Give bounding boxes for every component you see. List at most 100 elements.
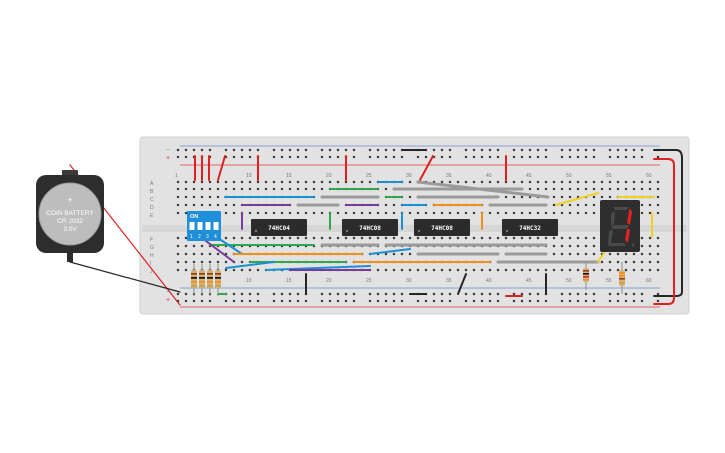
breadboard-hole[interactable] bbox=[528, 187, 532, 191]
breadboard-hole[interactable] bbox=[432, 155, 436, 159]
breadboard-hole[interactable] bbox=[224, 155, 228, 159]
breadboard-hole[interactable] bbox=[528, 211, 532, 215]
breadboard-hole[interactable] bbox=[368, 180, 372, 184]
breadboard-hole[interactable] bbox=[600, 187, 604, 191]
breadboard-hole[interactable] bbox=[608, 252, 612, 256]
breadboard-hole[interactable] bbox=[624, 252, 628, 256]
breadboard-hole[interactable] bbox=[432, 299, 436, 303]
breadboard-hole[interactable] bbox=[208, 180, 212, 184]
breadboard-hole[interactable] bbox=[624, 260, 628, 264]
breadboard-hole[interactable] bbox=[320, 155, 324, 159]
breadboard-hole[interactable] bbox=[176, 236, 180, 240]
breadboard-hole[interactable] bbox=[400, 268, 404, 272]
breadboard-hole[interactable] bbox=[264, 187, 268, 191]
dip-toggle[interactable] bbox=[205, 222, 211, 230]
breadboard-hole[interactable] bbox=[176, 260, 180, 264]
breadboard-hole[interactable] bbox=[632, 252, 636, 256]
breadboard-hole[interactable] bbox=[608, 292, 612, 296]
breadboard-hole[interactable] bbox=[584, 155, 588, 159]
breadboard-hole[interactable] bbox=[464, 268, 468, 272]
breadboard-hole[interactable] bbox=[184, 180, 188, 184]
breadboard-hole[interactable] bbox=[656, 236, 660, 240]
breadboard-hole[interactable] bbox=[608, 268, 612, 272]
breadboard-hole[interactable] bbox=[280, 148, 284, 152]
breadboard-hole[interactable] bbox=[480, 236, 484, 240]
breadboard-hole[interactable] bbox=[176, 299, 180, 303]
breadboard-hole[interactable] bbox=[368, 236, 372, 240]
breadboard-hole[interactable] bbox=[576, 203, 580, 207]
breadboard-hole[interactable] bbox=[656, 195, 660, 199]
breadboard-hole[interactable] bbox=[344, 236, 348, 240]
breadboard-hole[interactable] bbox=[616, 155, 620, 159]
breadboard-hole[interactable] bbox=[624, 148, 628, 152]
breadboard-hole[interactable] bbox=[608, 187, 612, 191]
breadboard-hole[interactable] bbox=[520, 195, 524, 199]
breadboard-hole[interactable] bbox=[512, 292, 516, 296]
breadboard-hole[interactable] bbox=[480, 299, 484, 303]
breadboard-hole[interactable] bbox=[288, 236, 292, 240]
breadboard-hole[interactable] bbox=[512, 299, 516, 303]
breadboard-hole[interactable] bbox=[192, 252, 196, 256]
breadboard-hole[interactable] bbox=[336, 299, 340, 303]
breadboard-hole[interactable] bbox=[408, 268, 412, 272]
breadboard-hole[interactable] bbox=[504, 268, 508, 272]
breadboard-hole[interactable] bbox=[184, 252, 188, 256]
breadboard-hole[interactable] bbox=[256, 187, 260, 191]
breadboard-hole[interactable] bbox=[384, 268, 388, 272]
breadboard-hole[interactable] bbox=[640, 299, 644, 303]
breadboard-hole[interactable] bbox=[224, 260, 228, 264]
breadboard-hole[interactable] bbox=[200, 260, 204, 264]
breadboard-hole[interactable] bbox=[416, 211, 420, 215]
breadboard-hole[interactable] bbox=[232, 268, 236, 272]
breadboard-hole[interactable] bbox=[176, 148, 180, 152]
breadboard-hole[interactable] bbox=[232, 203, 236, 207]
breadboard-hole[interactable] bbox=[472, 268, 476, 272]
breadboard-hole[interactable] bbox=[568, 236, 572, 240]
breadboard-hole[interactable] bbox=[640, 203, 644, 207]
breadboard-hole[interactable] bbox=[184, 292, 188, 296]
breadboard-hole[interactable] bbox=[488, 211, 492, 215]
breadboard-hole[interactable] bbox=[384, 299, 388, 303]
breadboard-hole[interactable] bbox=[640, 148, 644, 152]
breadboard-hole[interactable] bbox=[392, 268, 396, 272]
breadboard-hole[interactable] bbox=[568, 299, 572, 303]
breadboard-hole[interactable] bbox=[568, 180, 572, 184]
breadboard-hole[interactable] bbox=[280, 236, 284, 240]
breadboard-hole[interactable] bbox=[184, 148, 188, 152]
breadboard-hole[interactable] bbox=[440, 155, 444, 159]
breadboard-hole[interactable] bbox=[248, 180, 252, 184]
breadboard-hole[interactable] bbox=[640, 252, 644, 256]
dip-toggle[interactable] bbox=[197, 222, 203, 230]
breadboard-hole[interactable] bbox=[208, 252, 212, 256]
breadboard-hole[interactable] bbox=[512, 155, 516, 159]
breadboard-hole[interactable] bbox=[584, 203, 588, 207]
breadboard-hole[interactable] bbox=[288, 148, 292, 152]
breadboard-hole[interactable] bbox=[624, 268, 628, 272]
breadboard-hole[interactable] bbox=[216, 203, 220, 207]
breadboard-hole[interactable] bbox=[352, 211, 356, 215]
breadboard-hole[interactable] bbox=[496, 299, 500, 303]
breadboard-hole[interactable] bbox=[504, 236, 508, 240]
breadboard-hole[interactable] bbox=[304, 236, 308, 240]
breadboard-hole[interactable] bbox=[272, 187, 276, 191]
breadboard-hole[interactable] bbox=[624, 292, 628, 296]
breadboard-hole[interactable] bbox=[616, 260, 620, 264]
breadboard-hole[interactable] bbox=[520, 211, 524, 215]
breadboard-hole[interactable] bbox=[232, 155, 236, 159]
breadboard-hole[interactable] bbox=[456, 236, 460, 240]
breadboard-hole[interactable] bbox=[200, 187, 204, 191]
breadboard-hole[interactable] bbox=[544, 187, 548, 191]
breadboard-hole[interactable] bbox=[256, 268, 260, 272]
breadboard-hole[interactable] bbox=[408, 236, 412, 240]
breadboard-hole[interactable] bbox=[552, 268, 556, 272]
breadboard-hole[interactable] bbox=[576, 292, 580, 296]
breadboard-hole[interactable] bbox=[216, 195, 220, 199]
breadboard-hole[interactable] bbox=[544, 236, 548, 240]
breadboard-hole[interactable] bbox=[344, 299, 348, 303]
breadboard-hole[interactable] bbox=[440, 268, 444, 272]
breadboard-hole[interactable] bbox=[536, 148, 540, 152]
breadboard-hole[interactable] bbox=[312, 236, 316, 240]
breadboard-hole[interactable] bbox=[264, 211, 268, 215]
breadboard-hole[interactable] bbox=[632, 299, 636, 303]
breadboard-hole[interactable] bbox=[192, 244, 196, 248]
